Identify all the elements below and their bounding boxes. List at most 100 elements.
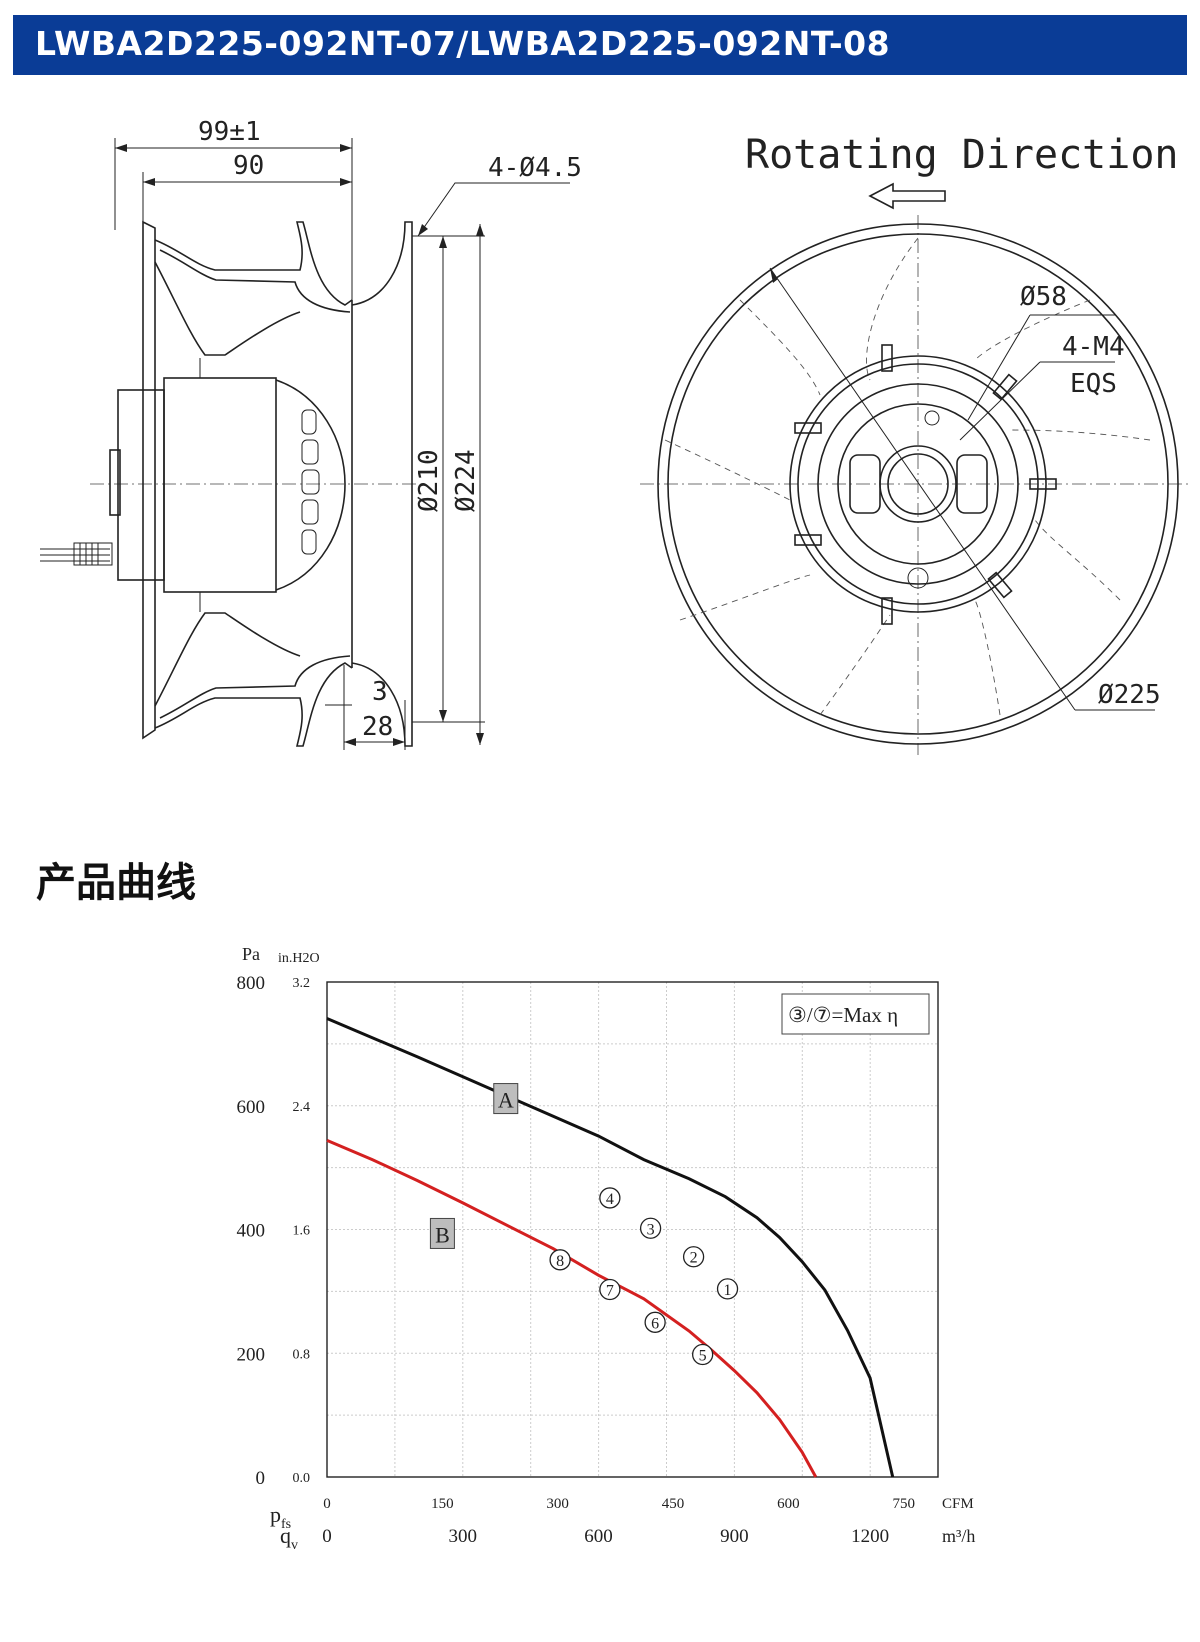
- series-line-B: [326, 1139, 818, 1478]
- hub-inner: [837, 403, 999, 565]
- dim-28: 28: [362, 712, 393, 742]
- y-unit-pa: Pa: [242, 944, 260, 964]
- operating-point-label: 2: [690, 1250, 698, 1267]
- operating-point-label: 4: [606, 1191, 614, 1208]
- operating-point-label: 3: [647, 1221, 655, 1238]
- series-line-A: [326, 1017, 895, 1478]
- back-plate: [142, 220, 156, 740]
- x-tick-label-m3h: 900: [720, 1526, 749, 1547]
- dim-90: 90: [233, 151, 264, 181]
- operating-point-marker: [682, 1246, 705, 1268]
- operating-point-marker: [599, 1278, 621, 1301]
- hub-plate: [817, 383, 1019, 585]
- dim-210: Ø210: [414, 449, 444, 512]
- outer-ring: [657, 223, 1179, 745]
- side-view: 99±1 90 4-Ø4.5: [40, 117, 582, 750]
- y-tick-label-pa: 800: [237, 973, 266, 994]
- plot-frame: [326, 981, 939, 1478]
- d58-leader: [967, 314, 1031, 421]
- dim-d58: Ø58: [1020, 282, 1067, 312]
- chart-legend: ③/⑦=Max η: [781, 993, 930, 1035]
- front-view: Rotating Direction: [640, 132, 1190, 755]
- y-tick-label-inh2o: 1.6: [293, 1224, 311, 1239]
- motor-body: [163, 377, 277, 593]
- legend-note: ③/⑦=Max η: [788, 1003, 898, 1027]
- y-tick-label-inh2o: 0.8: [293, 1347, 311, 1362]
- dim-99: 99±1: [198, 117, 261, 147]
- x-unit-cfm: CFM: [942, 1496, 974, 1512]
- y-unit-inh2o: in.H2O: [278, 951, 320, 966]
- operating-point-label: 7: [606, 1283, 614, 1300]
- holes-leader: [417, 182, 570, 237]
- x-tick-label-m3h: 300: [449, 1526, 478, 1547]
- operating-point-label: 5: [699, 1347, 707, 1364]
- operating-point-marker: [644, 1311, 666, 1333]
- y-tick-label-inh2o: 3.2: [293, 976, 311, 991]
- arrow-head: [340, 144, 352, 152]
- y-tick-label-inh2o: 2.4: [293, 1100, 311, 1115]
- upper-blade-inner: [159, 249, 351, 313]
- rotor-clips: [794, 344, 1057, 625]
- inlet-ring: [351, 221, 413, 747]
- m4-leader: [959, 361, 1041, 441]
- arrow-head: [418, 224, 428, 236]
- arrow-head: [476, 733, 484, 745]
- x-tick-label-m3h: 0: [322, 1526, 332, 1547]
- inlet-ring-front: [667, 233, 1169, 735]
- operating-point-label: 6: [651, 1315, 659, 1332]
- y-tick-label-inh2o: 0.0: [293, 1471, 311, 1486]
- x-tick-label-cfm: 600: [777, 1496, 800, 1512]
- section-title: 产品曲线: [36, 860, 196, 906]
- lower-rib: [154, 612, 301, 707]
- arrow-head: [439, 710, 447, 722]
- lower-blade-inner: [159, 655, 351, 719]
- x-tick-label-cfm: 300: [546, 1496, 569, 1512]
- rotor-dome: [275, 379, 346, 591]
- blades: [664, 237, 1151, 716]
- dim-eqs: EQS: [1070, 369, 1117, 399]
- upper-rib: [154, 261, 301, 356]
- shaft: [887, 453, 949, 515]
- mount-hole: [924, 410, 940, 426]
- dim-d225: Ø225: [1098, 680, 1161, 710]
- operating-point-marker: [599, 1187, 621, 1209]
- x-unit-m3h: m³/h: [942, 1526, 975, 1546]
- operating-point-marker: [692, 1343, 714, 1366]
- series-label-box: [493, 1083, 519, 1115]
- x-tick-label-m3h: 1200: [851, 1526, 889, 1547]
- dim-m4: 4-M4: [1062, 332, 1125, 362]
- arrow-head: [770, 268, 778, 283]
- y-tick-label-pa: 200: [237, 1344, 266, 1365]
- operating-point-label: 1: [724, 1282, 732, 1299]
- title-bar: LWBA2D225-092NT-07/LWBA2D225-092NT-08: [13, 15, 1187, 75]
- y-tick-label-pa: 600: [237, 1097, 266, 1118]
- arrow-head: [340, 178, 352, 186]
- hub-slot-right: [956, 454, 988, 514]
- upper-blade: [154, 221, 353, 306]
- rotor-fins: [301, 409, 320, 555]
- operating-point-marker: [549, 1249, 571, 1271]
- x-axis-symbol: qv: [280, 1523, 298, 1553]
- cable-outlet: [907, 567, 929, 589]
- rotating-direction-label: Rotating Direction: [745, 132, 1178, 178]
- series-label-B: B: [435, 1222, 450, 1247]
- arrow-head: [344, 738, 356, 746]
- lower-blade: [154, 662, 353, 747]
- dim-3: 3: [372, 677, 388, 707]
- motor-boss: [109, 449, 121, 516]
- chart-grid: [327, 982, 938, 1477]
- x-tick-label-m3h: 600: [584, 1526, 613, 1547]
- x-tick-label-cfm: 150: [431, 1496, 454, 1512]
- operating-point-marker: [716, 1278, 739, 1300]
- dim-224: Ø224: [451, 449, 481, 512]
- series-label-box: [429, 1217, 455, 1249]
- cable: [40, 542, 113, 566]
- operating-point-marker: [639, 1217, 662, 1239]
- arrow-head: [143, 178, 155, 186]
- arrow-head: [115, 144, 127, 152]
- series-label-A: A: [498, 1088, 514, 1113]
- rotation-arrow-icon: [868, 182, 946, 210]
- arrow-head: [439, 236, 447, 248]
